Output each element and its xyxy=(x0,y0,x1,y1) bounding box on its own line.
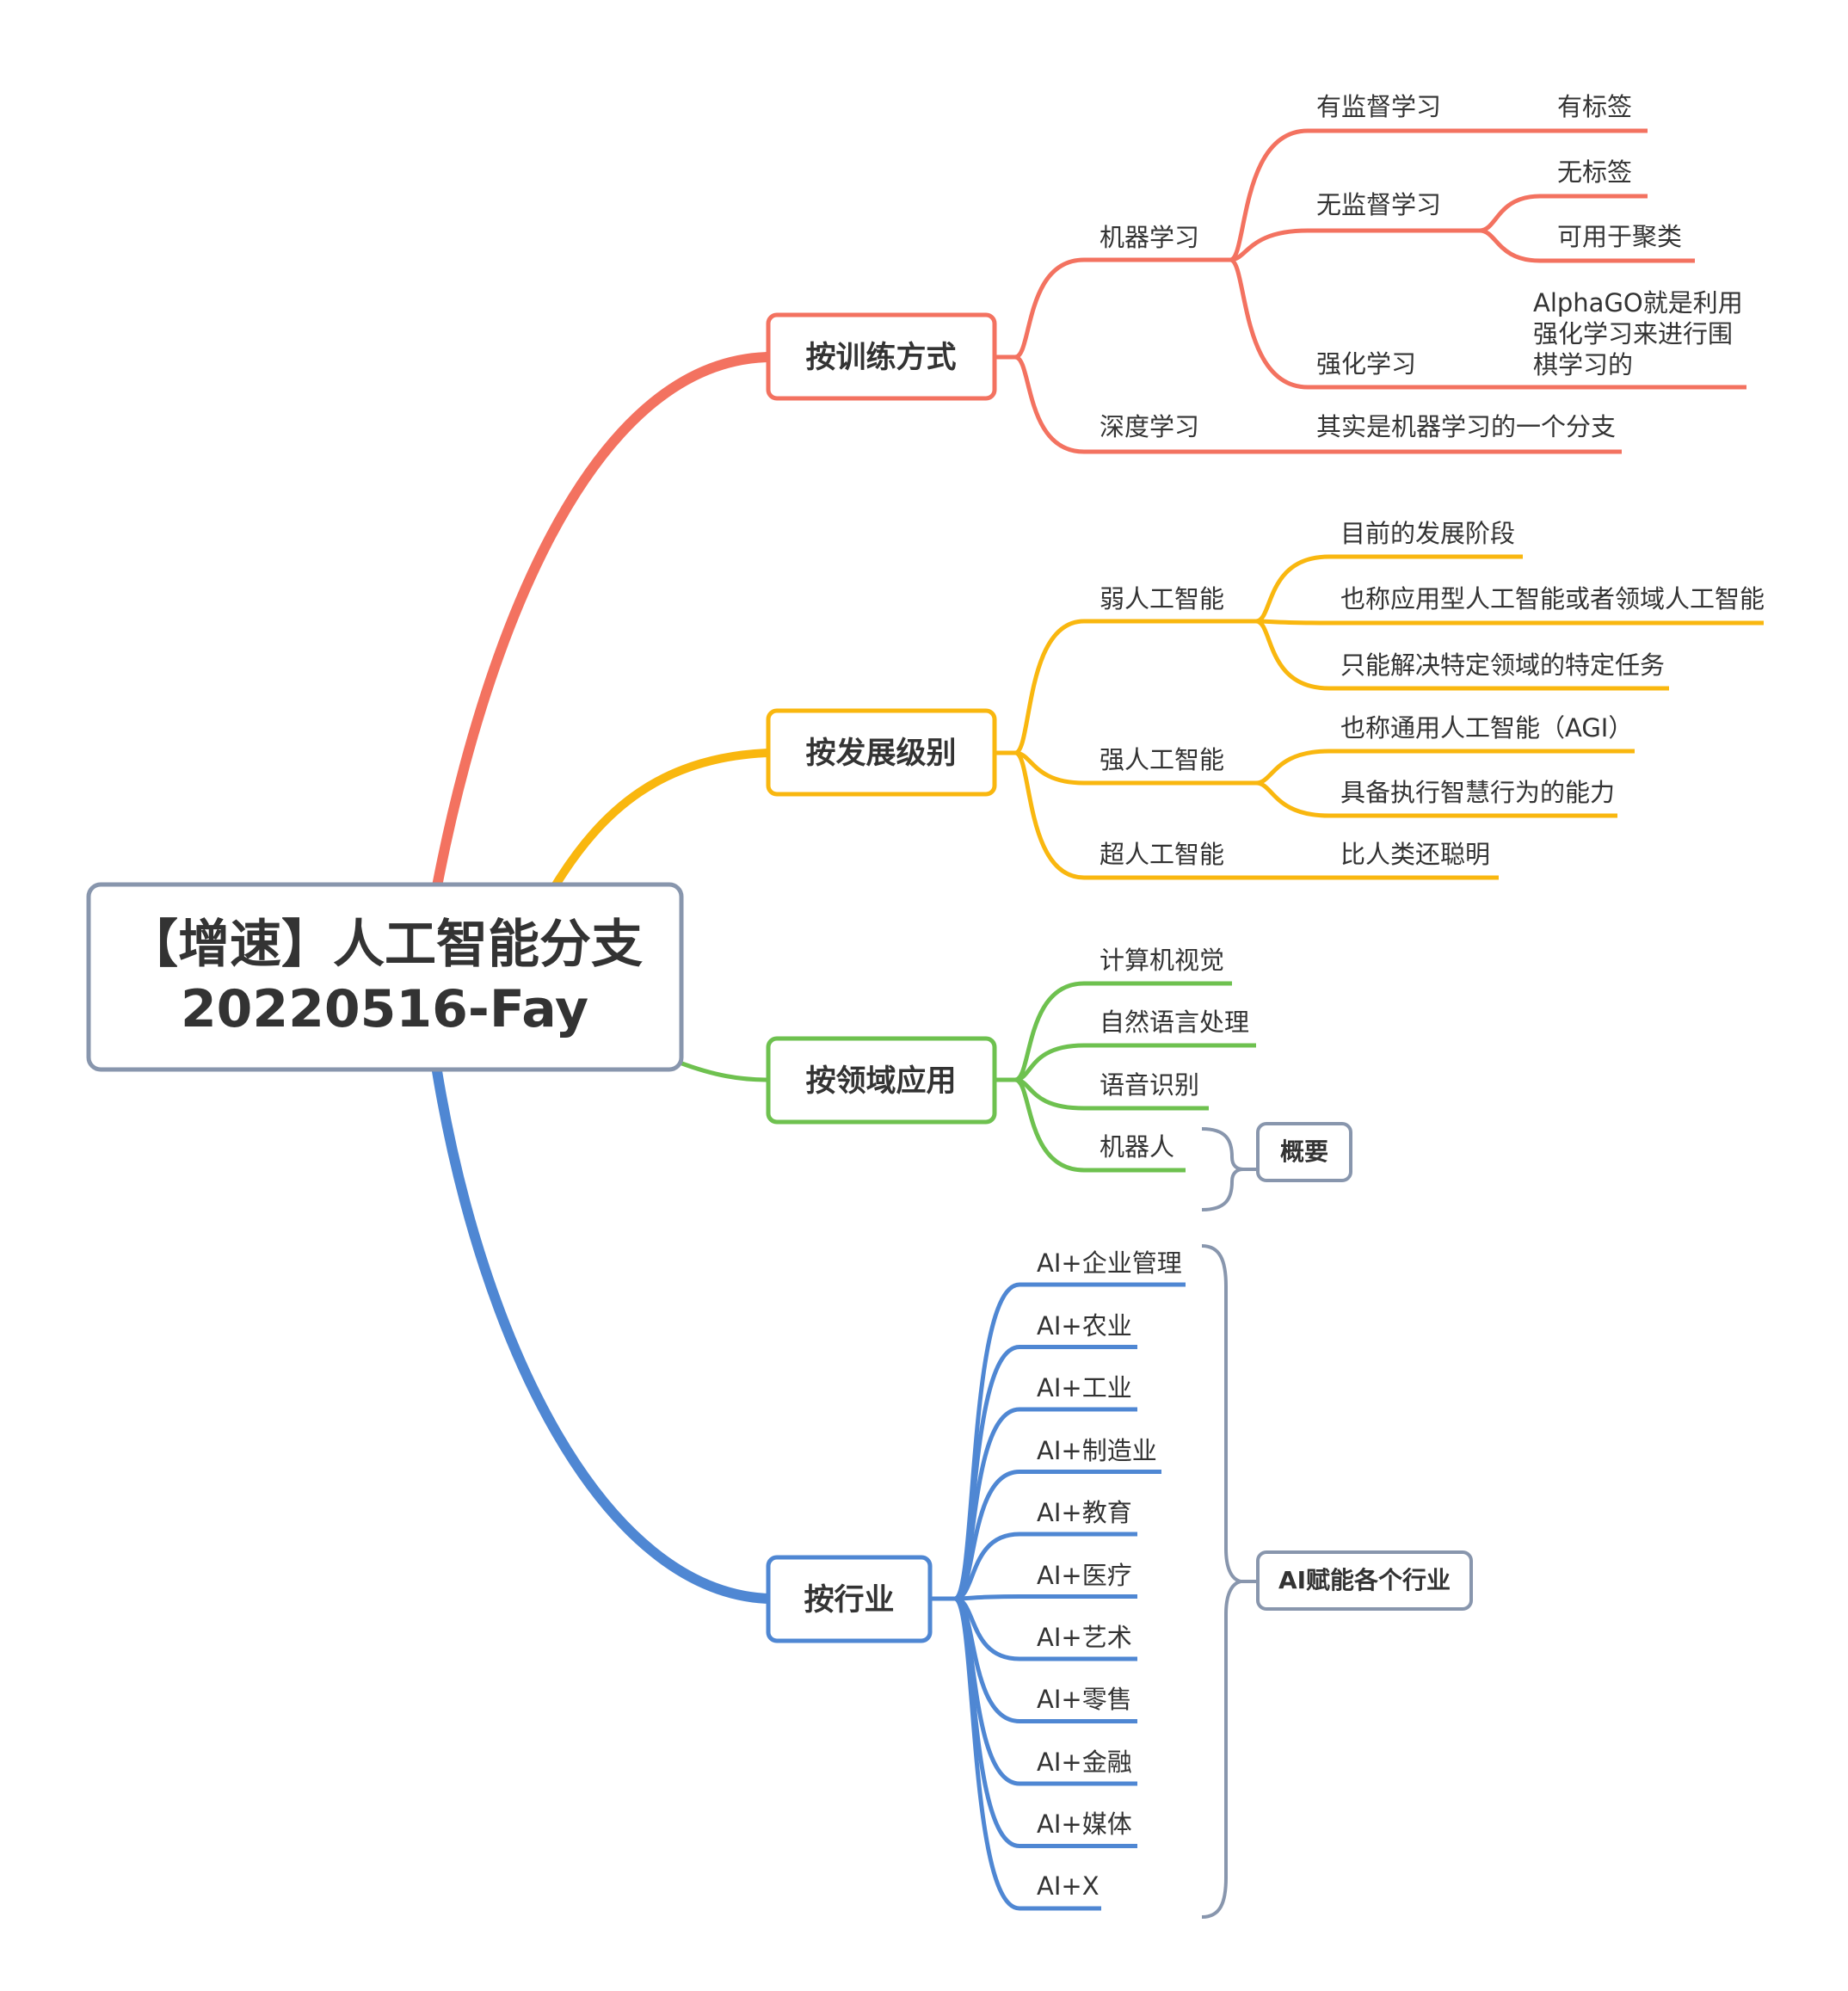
leaf-robot[interactable]: 机器人 xyxy=(1100,1132,1174,1162)
connector-industry-10 xyxy=(930,1596,1101,1911)
connector-level-super xyxy=(995,750,1329,880)
connector-ml-unsupervised xyxy=(1229,228,1480,262)
leaf-nlp[interactable]: 自然语言处理 xyxy=(1100,1008,1249,1037)
leaf-industry-management[interactable]: AI+企业管理 xyxy=(1037,1248,1182,1278)
branch-level: 按发展级别 弱人工智能 目前的发展阶段 也称应用型人工智能或者领域人工智能 只能… xyxy=(766,519,1765,880)
leaf-has-labels[interactable]: 有标签 xyxy=(1557,92,1632,121)
branch-domain-label: 按领域应用 xyxy=(805,1063,956,1099)
connector-root-training xyxy=(432,352,773,891)
leaf-industry-media[interactable]: AI+媒体 xyxy=(1037,1809,1132,1839)
connector-domain-robot xyxy=(995,1077,1186,1173)
connector-weak-leaf2 xyxy=(1255,619,1764,626)
leaf-weak-also-called[interactable]: 也称应用型人工智能或者领域人工智能 xyxy=(1340,584,1765,613)
root-node[interactable]: 【增速】人工智能分支 20220516-Fay xyxy=(86,882,684,1072)
leaf-industry-art[interactable]: AI+艺术 xyxy=(1037,1623,1132,1652)
summary-industry-label: AI赋能各个行业 xyxy=(1278,1566,1451,1594)
branch-level-node[interactable]: 按发展级别 xyxy=(766,708,997,797)
connector-ml-supervised xyxy=(1229,128,1454,262)
leaf-alphago-line2[interactable]: 强化学习来进行围 xyxy=(1533,319,1733,348)
topic-weak-ai[interactable]: 弱人工智能 xyxy=(1100,584,1224,613)
leaf-industry-agriculture[interactable]: AI+农业 xyxy=(1037,1311,1132,1341)
connector-ml-reinforcement xyxy=(1229,257,1531,390)
connector-root-industry xyxy=(432,1066,773,1604)
leaf-computer-vision[interactable]: 计算机视觉 xyxy=(1100,946,1224,975)
leaf-industry-industrial[interactable]: AI+工业 xyxy=(1037,1373,1132,1402)
leaf-industry-x[interactable]: AI+X xyxy=(1037,1871,1100,1901)
branch-industry-node[interactable]: 按行业 xyxy=(766,1555,933,1643)
summary-brace-robot xyxy=(1201,1127,1244,1211)
leaf-industry-retail[interactable]: AI+零售 xyxy=(1037,1685,1132,1714)
connector-strong-leaf1 xyxy=(1255,749,1635,786)
industry-connectors xyxy=(930,1282,1186,1911)
leaf-super-smarter[interactable]: 比人类还聪明 xyxy=(1340,840,1490,869)
topic-strong-ai[interactable]: 强人工智能 xyxy=(1100,745,1224,774)
summary-brace-industry xyxy=(1201,1244,1241,1919)
leaf-alphago-line1[interactable]: AlphaGO就是利用 xyxy=(1533,288,1743,317)
topic-super-ai[interactable]: 超人工智能 xyxy=(1100,840,1224,869)
branch-training-label: 按训练方式 xyxy=(805,341,956,375)
branch-domain-node[interactable]: 按领域应用 xyxy=(766,1036,997,1125)
branch-training-node[interactable]: 按训练方式 xyxy=(766,312,997,401)
connector-strong-leaf2 xyxy=(1255,780,1617,818)
connector-unsupervised-leaf1 xyxy=(1479,194,1648,233)
root-title-line1: 【增速】人工智能分支 xyxy=(126,915,643,975)
leaf-dl-branch-of-ml[interactable]: 其实是机器学习的一个分支 xyxy=(1316,412,1616,441)
leaf-weak-current-stage[interactable]: 目前的发展阶段 xyxy=(1340,519,1515,548)
branch-industry: 按行业 AI+企业管理 AI+农业 AI+工业 AI+制造业 AI+教育 AI+… xyxy=(766,1244,1473,1919)
leaf-industry-manufacturing[interactable]: AI+制造业 xyxy=(1037,1436,1157,1465)
topic-reinforcement-learning[interactable]: 强化学习 xyxy=(1316,349,1416,379)
connector-weak-leaf1 xyxy=(1255,554,1523,624)
connector-weak-leaf3 xyxy=(1255,619,1669,691)
leaf-industry-education[interactable]: AI+教育 xyxy=(1037,1498,1132,1527)
leaf-strong-agi[interactable]: 也称通用人工智能（AGI） xyxy=(1340,713,1633,743)
topic-machine-learning[interactable]: 机器学习 xyxy=(1100,223,1199,252)
topic-supervised-learning[interactable]: 有监督学习 xyxy=(1316,92,1441,121)
leaf-clustering[interactable]: 可用于聚类 xyxy=(1557,222,1682,251)
leaf-alphago-line3[interactable]: 棋学习的 xyxy=(1533,350,1633,379)
leaf-industry-medical[interactable]: AI+医疗 xyxy=(1037,1561,1132,1590)
branch-domain: 按领域应用 计算机视觉 自然语言处理 语音识别 机器人 概要 xyxy=(766,946,1352,1211)
leaf-strong-capability[interactable]: 具备执行智慧行为的能力 xyxy=(1340,778,1615,807)
connector-level-weak xyxy=(995,619,1256,755)
topic-unsupervised-learning[interactable]: 无监督学习 xyxy=(1316,190,1441,219)
root-title-line2: 20220516-Fay xyxy=(181,979,588,1039)
leaf-industry-finance[interactable]: AI+金融 xyxy=(1037,1748,1132,1777)
leaf-speech-recognition[interactable]: 语音识别 xyxy=(1100,1070,1199,1100)
connector-unsupervised-leaf2 xyxy=(1479,228,1695,263)
summary-robot-label: 概要 xyxy=(1280,1137,1328,1166)
connector-training-ml xyxy=(995,257,1230,360)
branch-industry-label: 按行业 xyxy=(804,1583,894,1618)
topic-deep-learning[interactable]: 深度学习 xyxy=(1100,412,1199,441)
summary-node-robot[interactable]: 概要 xyxy=(1256,1122,1352,1182)
connector-training-dl xyxy=(995,354,1230,454)
branch-training: 按训练方式 机器学习 有监督学习 有标签 无监督学习 无标签 可用于聚类 强化学… xyxy=(766,92,1746,454)
branch-level-label: 按发展级别 xyxy=(805,737,956,771)
summary-node-industry[interactable]: AI赋能各个行业 xyxy=(1256,1550,1473,1611)
leaf-no-labels[interactable]: 无标签 xyxy=(1557,157,1632,187)
connector-root-domain xyxy=(677,1060,771,1082)
leaf-weak-specific-tasks[interactable]: 只能解决特定领域的特定任务 xyxy=(1340,650,1665,680)
connector-root-level xyxy=(551,749,773,891)
